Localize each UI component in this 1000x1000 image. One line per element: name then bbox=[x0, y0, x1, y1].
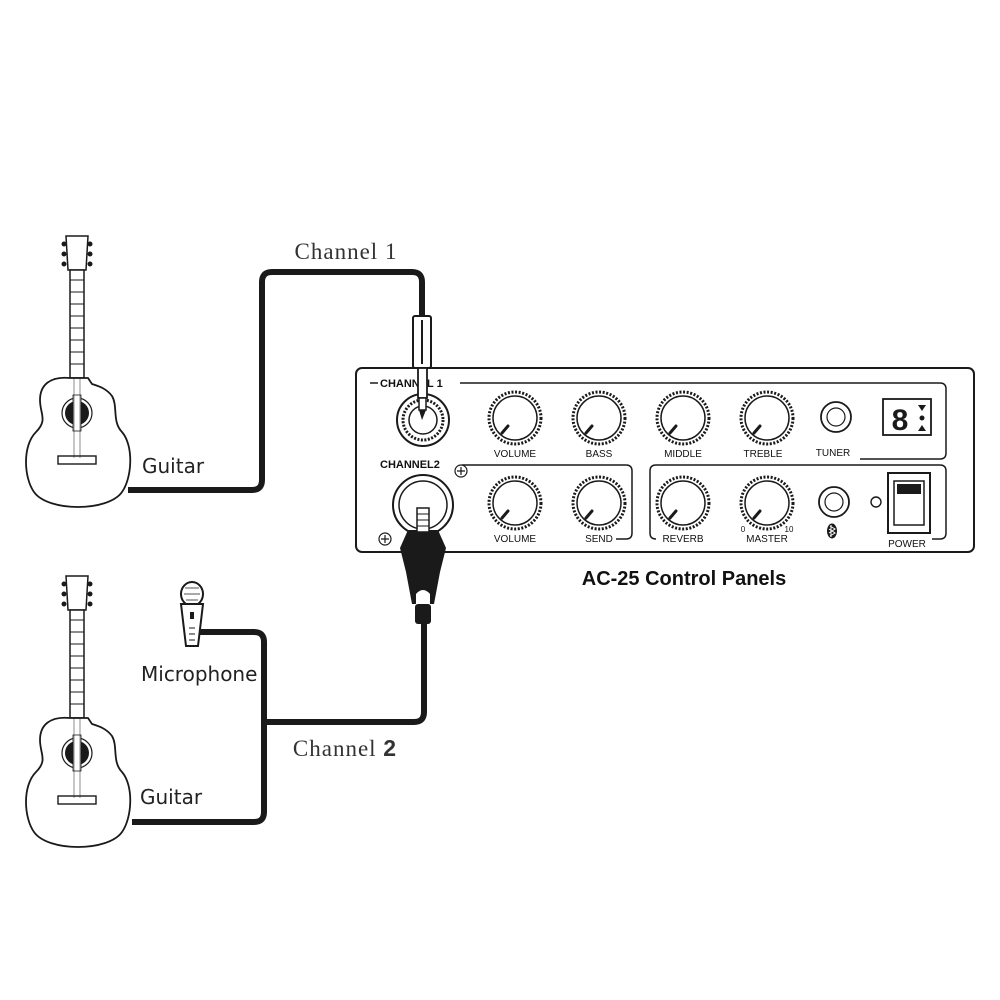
reverb-knob-label: REVERB bbox=[662, 534, 703, 545]
middle-knob[interactable] bbox=[655, 390, 711, 446]
treble-knob-label: TREBLE bbox=[744, 449, 783, 460]
channel2-combo-jack[interactable] bbox=[378, 464, 468, 546]
power-switch[interactable] bbox=[887, 472, 931, 534]
volume-knob-ch1-label: VOLUME bbox=[494, 449, 537, 460]
power-led bbox=[870, 496, 882, 508]
channel1-cable bbox=[128, 269, 425, 493]
master-knob[interactable] bbox=[739, 475, 795, 531]
microphone-label: Microphone bbox=[141, 662, 257, 686]
guitar-top-label: Guitar bbox=[142, 454, 205, 478]
microphone-icon bbox=[179, 581, 205, 647]
xlr-plug-icon bbox=[400, 507, 446, 624]
volume-knob-ch2[interactable] bbox=[487, 475, 543, 531]
master-min-label: 0 bbox=[741, 525, 746, 534]
volume-knob-ch1[interactable] bbox=[487, 390, 543, 446]
bass-knob-label: BASS bbox=[586, 449, 613, 460]
channel1-label: Channel 1 bbox=[295, 239, 398, 264]
channel1-panel-label: CHANNEL 1 bbox=[380, 378, 443, 390]
master-max-label: 10 bbox=[785, 525, 794, 534]
treble-knob[interactable] bbox=[739, 390, 795, 446]
channel2-label: Channel 2 bbox=[293, 735, 397, 761]
diagram-title: AC-25 Control Panels bbox=[582, 568, 786, 590]
send-knob-label: SEND bbox=[585, 534, 613, 545]
master-knob-label: MASTER bbox=[746, 534, 788, 545]
bass-knob[interactable] bbox=[571, 390, 627, 446]
send-knob[interactable] bbox=[571, 475, 627, 531]
control-panel bbox=[355, 367, 975, 553]
guitar-bottom-label: Guitar bbox=[140, 785, 203, 809]
channel2-cable bbox=[262, 622, 427, 725]
reverb-knob[interactable] bbox=[655, 475, 711, 531]
middle-knob-label: MIDDLE bbox=[664, 449, 702, 460]
tuner-button[interactable] bbox=[820, 401, 852, 433]
tuner-label: TUNER bbox=[816, 448, 850, 459]
channel2-panel-label: CHANNEL2 bbox=[380, 459, 440, 471]
acoustic-guitar-icon bbox=[25, 235, 132, 508]
tuner-display: 8 bbox=[882, 398, 932, 437]
acoustic-guitar-icon bbox=[25, 575, 132, 848]
microphone-cable bbox=[132, 629, 267, 825]
bluetooth-button[interactable] bbox=[818, 486, 850, 518]
bluetooth-icon bbox=[827, 523, 837, 539]
tuner-display-digit: 8 bbox=[892, 404, 909, 437]
power-label: POWER bbox=[888, 539, 926, 550]
quarter-inch-jack-icon bbox=[412, 315, 432, 420]
volume-knob-ch2-label: VOLUME bbox=[494, 534, 537, 545]
